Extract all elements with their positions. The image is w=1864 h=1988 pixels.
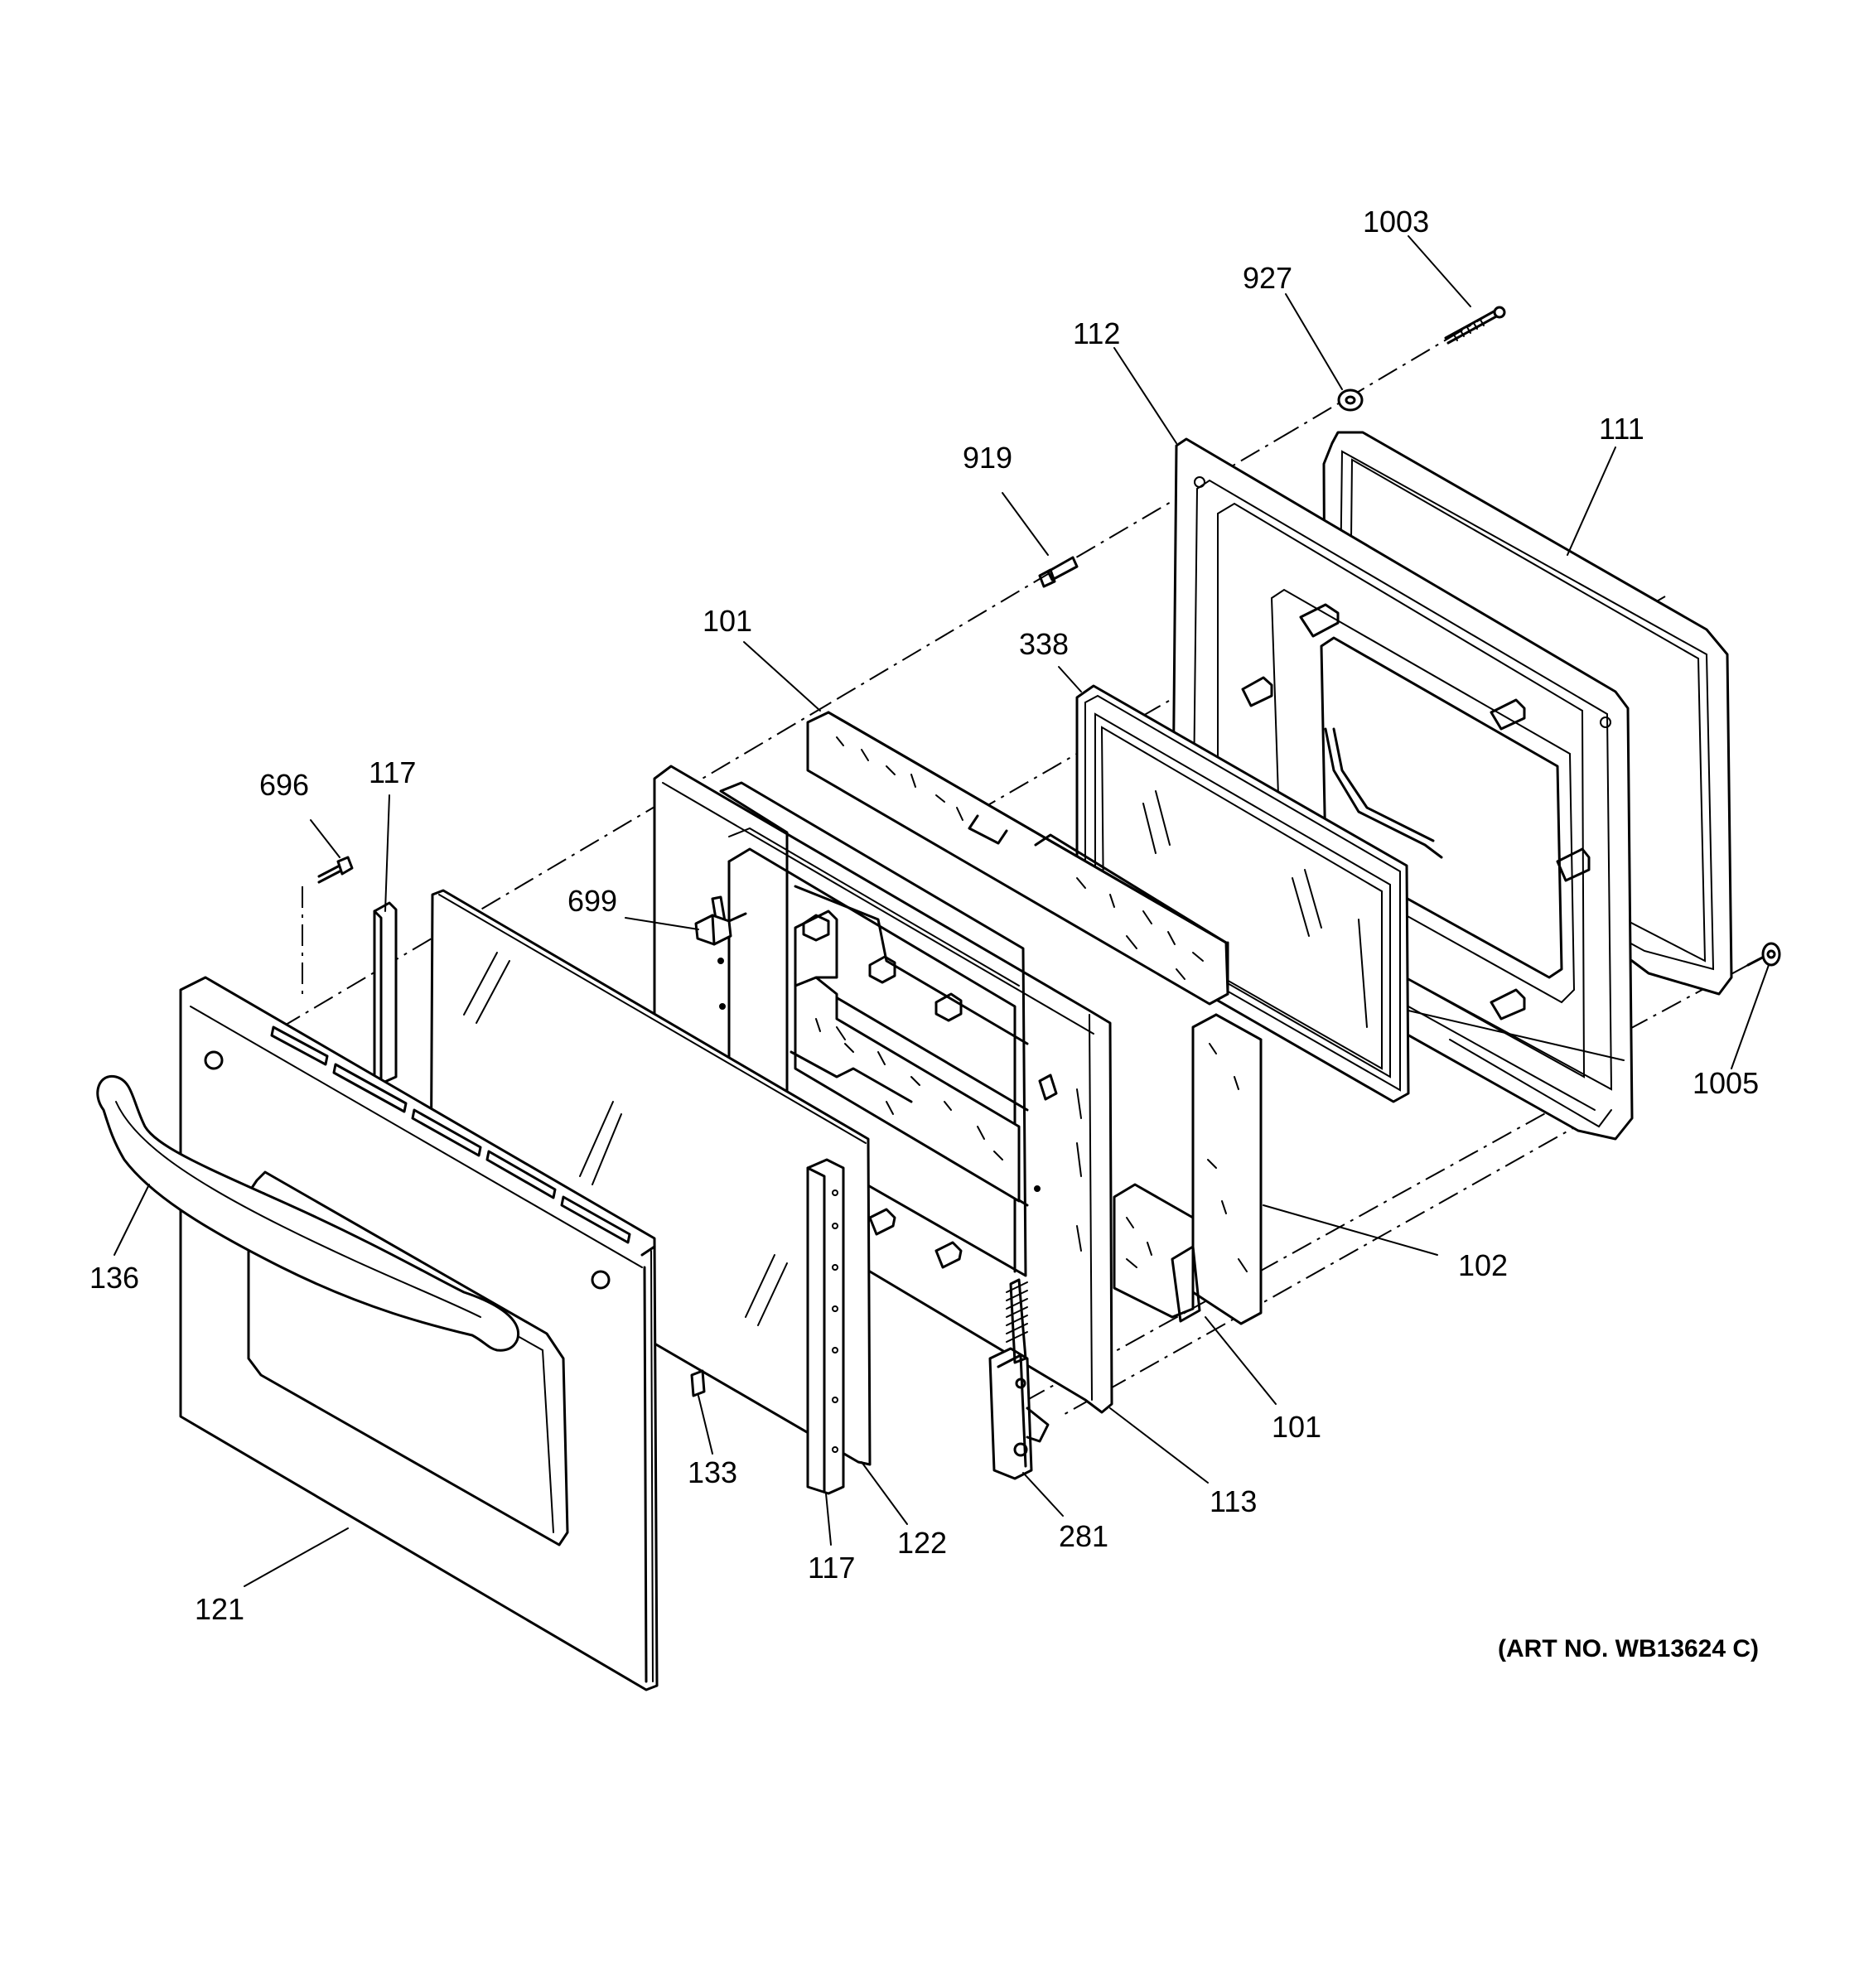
callout-121: 121 [195,1592,244,1626]
callout-1005: 1005 [1693,1066,1759,1100]
part-117-bracket-bottom [806,1158,845,1495]
callout-1003: 1003 [1363,205,1429,239]
callout-696: 696 [259,768,309,802]
part-101-insulation-bottom [1113,1013,1263,1325]
art-number: (ART NO. WB13624 C) [1498,1635,1759,1662]
part-699-screw [694,912,747,946]
callout-102: 102 [1458,1248,1508,1282]
callout-699: 699 [567,884,617,918]
callout-338: 338 [1019,627,1069,661]
part-136-door-handle [96,1074,520,1352]
callout-281: 281 [1059,1519,1108,1553]
part-117-bracket-top [373,901,398,1087]
callout-101-top: 101 [703,604,752,638]
callout-136: 136 [89,1261,139,1295]
callout-101-bottom: 101 [1272,1410,1321,1444]
part-113-inner-door-panel [653,765,1113,1414]
part-122-outer-glass [429,889,872,1466]
callout-labels: 1003 927 112 111 919 101 338 696 117 699… [89,205,1759,1626]
callout-919: 919 [963,441,1012,475]
part-101-insulation-top [806,711,1229,1006]
callout-112: 112 [1073,316,1120,350]
callout-122: 122 [897,1526,947,1560]
part-919-bolt [1038,556,1079,588]
callout-117-top: 117 [369,755,416,789]
part-133-clip [690,1369,706,1397]
part-121-outer-door-panel [179,976,659,1691]
callout-113: 113 [1210,1484,1257,1518]
leader-lines [113,235,1770,1587]
part-927-washer [1337,388,1364,412]
part-281-hinge [988,1278,1050,1480]
part-1005-screw [1746,942,1781,967]
part-1003-long-screw [1444,306,1506,345]
callout-117-bottom: 117 [808,1551,855,1585]
callout-927: 927 [1243,261,1292,295]
callout-133: 133 [688,1455,737,1489]
part-696-screw [317,856,354,884]
callout-111: 111 [1599,412,1644,446]
